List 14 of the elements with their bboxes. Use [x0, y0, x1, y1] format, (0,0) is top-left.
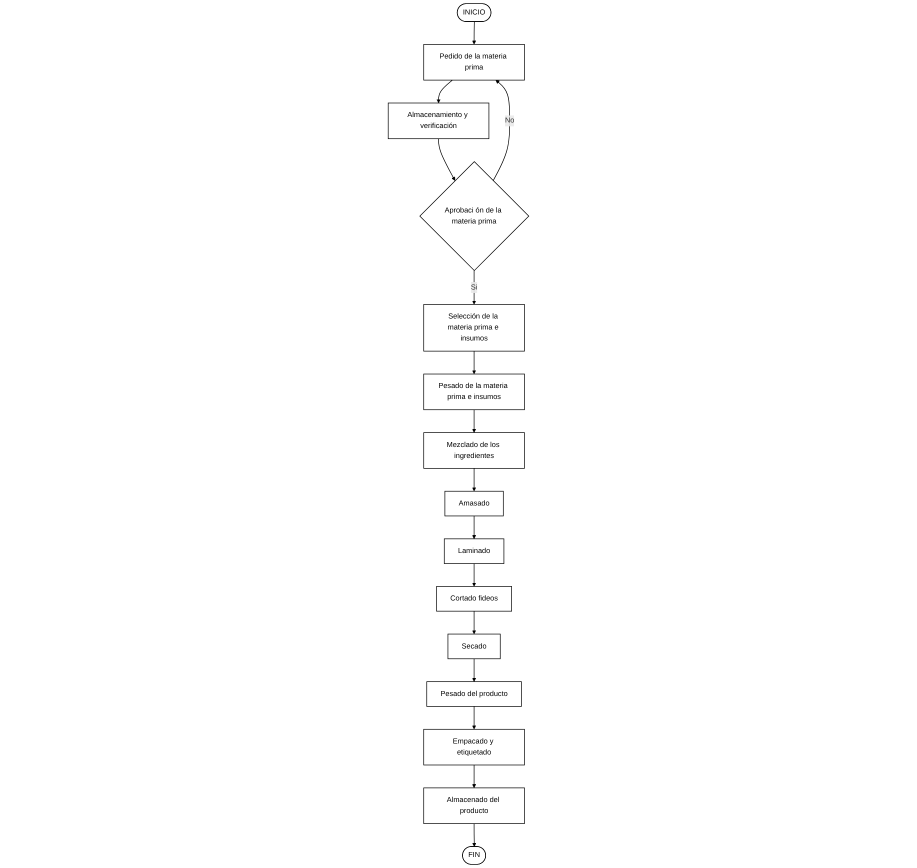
- arrow: [472, 706, 476, 730]
- arrow: [472, 764, 476, 788]
- arrow: [472, 516, 476, 540]
- arrow: [438, 138, 456, 181]
- arrow: [472, 658, 476, 682]
- arrow: [472, 350, 476, 374]
- arrow: [472, 21, 476, 45]
- arrow: [472, 823, 476, 847]
- arrow: [472, 468, 476, 492]
- arrow: [492, 80, 510, 182]
- arrow: [472, 409, 476, 433]
- arrow: [472, 563, 476, 587]
- arrow: [472, 610, 476, 634]
- arrow: [436, 80, 453, 104]
